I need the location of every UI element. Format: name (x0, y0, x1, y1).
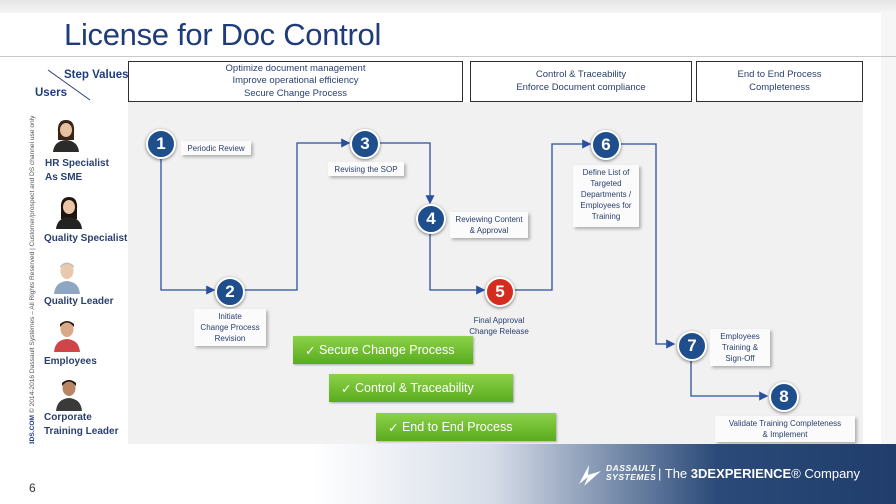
page-number: 6 (29, 481, 36, 495)
step-6-label: Define List of Targeted Departments / Em… (573, 165, 639, 227)
step-label-line: Validate Training Completeness (728, 419, 842, 428)
checkmark-icon: ✓ (305, 343, 316, 358)
persona-label: Quality Specialist (44, 233, 128, 244)
persona-label: As SME (45, 172, 83, 183)
man-avatar-icon (56, 380, 82, 411)
value-header-line: Optimize document management (225, 62, 366, 74)
step-8-marker: 8 (769, 382, 799, 412)
footer-band (0, 444, 896, 504)
step-2-marker: 2 (215, 277, 245, 307)
step-label-line: Final Approval (473, 316, 525, 325)
tagline-prefix: | The (658, 466, 691, 481)
step-3-marker: 3 (350, 129, 380, 159)
step-label-line: Targeted (590, 179, 622, 188)
step-4-marker: 4 (416, 204, 446, 234)
step-label-line: Employees for (580, 201, 632, 210)
users-header: Users (35, 87, 67, 99)
persona-employees: Employees (40, 318, 120, 370)
value-header-box-1: Optimize document management Improve ope… (128, 61, 463, 102)
step-1-marker: 1 (146, 129, 176, 159)
step-label-line: Revising the SOP (334, 165, 398, 174)
value-header-line: Enforce Document compliance (516, 81, 646, 93)
step-3-label: Revising the SOP (328, 162, 404, 176)
tagline-brand: 3DEXPERIENCE (690, 466, 792, 481)
step-5-marker: 5 (485, 277, 515, 307)
step-8-label: Validate Training Completeness & Impleme… (715, 416, 855, 442)
step-label-line: Departments / (580, 190, 632, 199)
tagline-suffix: ® Company (791, 466, 861, 481)
value-secure-change-process: ✓ Secure Change Process (293, 336, 473, 364)
step-2-label: Initiate Change Process Revision (194, 309, 266, 346)
step-label-line: Training (591, 212, 621, 221)
dassault-logo-icon (579, 465, 601, 486)
slide-right-strip (881, 13, 896, 444)
step-4-label: Reviewing Content & Approval (450, 212, 528, 238)
value-label: End to End Process (401, 420, 513, 434)
title-divider (0, 56, 896, 57)
value-header-line: Completeness (749, 81, 810, 93)
value-label: Control & Traceability (354, 381, 474, 395)
persona-label: Quality Leader (44, 296, 114, 307)
step-label-line: Reviewing Content (455, 215, 523, 224)
step-label-line: & Implement (762, 430, 808, 439)
step-label-line: & Approval (469, 226, 509, 235)
persona-hr-specialist: HR Specialist As SME (40, 118, 120, 188)
value-header-line: Improve operational efficiency (232, 75, 359, 87)
persona-label: Corporate (44, 412, 92, 423)
step-label-line: Sign-Off (725, 354, 755, 363)
persona-label: Employees (44, 356, 97, 367)
step-6-marker: 6 (591, 130, 621, 160)
persona-label: Training Leader (44, 426, 119, 437)
company-tagline: | The 3DEXPERIENCE® Company (658, 466, 860, 481)
dassault-wordmark: DASSAULT SYSTEMES (606, 464, 656, 482)
value-header-line: Secure Change Process (244, 87, 347, 99)
value-header-line: Control & Traceability (535, 69, 627, 80)
persona-corporate-training-leader: Corporate Training Leader (40, 377, 120, 441)
value-end-to-end-process: ✓ End to End Process (376, 413, 556, 441)
step-label-line: Define List of (582, 168, 630, 177)
step-label-line: Periodic Review (187, 144, 245, 153)
value-control-traceability: ✓ Control & Traceability (329, 374, 513, 402)
persona-quality-specialist: Quality Specialist (40, 195, 127, 247)
step-values-header: Step Values (64, 69, 129, 81)
checkmark-icon: ✓ (341, 381, 352, 396)
wordmark-line: DASSAULT (606, 463, 656, 473)
slide-top-strip (0, 0, 896, 13)
step-1-label: Periodic Review (181, 141, 251, 155)
persona-quality-leader: Quality Leader (40, 260, 120, 310)
persona-label: HR Specialist (45, 158, 109, 169)
step-label-line: Change Release (469, 327, 529, 336)
header-diagonal-divider (47, 69, 91, 101)
step-5-label: Final Approval Change Release (462, 313, 536, 337)
step-7-label: Employees Training & Sign-Off (710, 329, 770, 366)
step-label-line: Change Process (200, 323, 260, 332)
value-label: Secure Change Process (318, 343, 455, 357)
value-header-box-3: End to End Process Completeness (696, 61, 863, 102)
step-label-line: Initiate (218, 312, 242, 321)
wordmark-line: SYSTEMES (606, 472, 657, 482)
checkmark-icon: ✓ (388, 420, 399, 435)
step-label-line: Employees (720, 332, 760, 341)
slide-title: License for Doc Control (64, 17, 382, 52)
value-header-box-2: Control & Traceability Enforce Document … (470, 61, 692, 102)
man-avatar-icon (54, 321, 80, 352)
man-avatar-icon (54, 262, 80, 294)
woman-avatar-icon (53, 120, 79, 152)
step-label-line: Revision (214, 334, 246, 343)
woman-avatar-icon (56, 197, 82, 229)
value-header-line: End to End Process (737, 69, 822, 80)
step-7-marker: 7 (677, 331, 707, 361)
step-label-line: Training & (721, 343, 759, 352)
